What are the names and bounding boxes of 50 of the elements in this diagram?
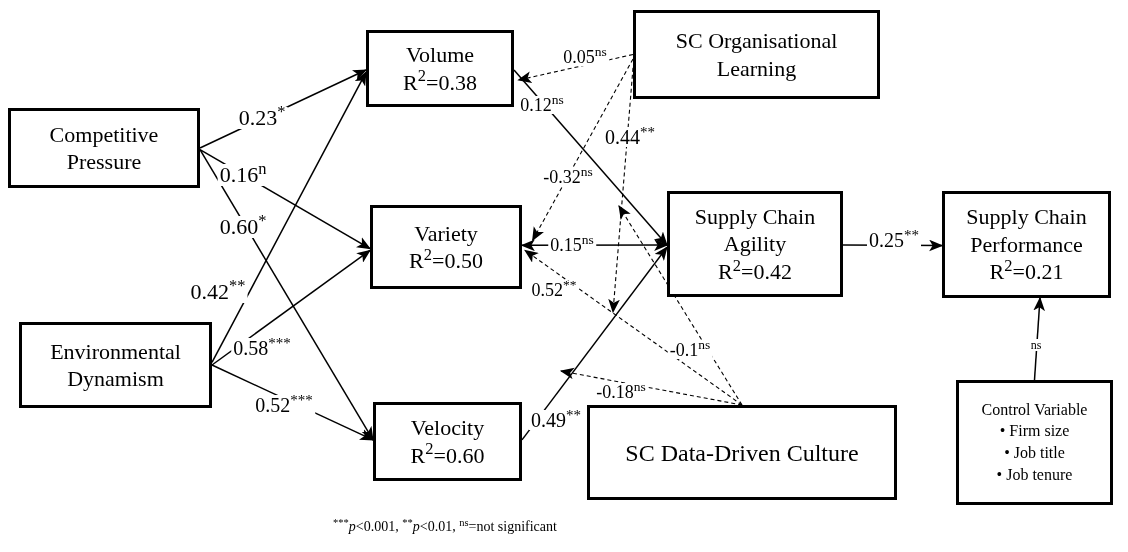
arrow bbox=[1033, 296, 1045, 381]
arrow bbox=[521, 246, 668, 441]
edge-label: 0.23$^{*}$ bbox=[236, 107, 288, 129]
edge-label: 0.12$^{ns}$ bbox=[518, 96, 566, 114]
edge-label: 0.25$^{**}$ bbox=[867, 230, 921, 250]
edge-label: 0.49$^{**}$ bbox=[529, 410, 583, 430]
list-item: • Firm size bbox=[998, 420, 1071, 441]
box-text: SC Data-Driven Culture bbox=[624, 438, 860, 468]
edge-label: 0.16$^{n}$ bbox=[217, 164, 269, 186]
edge-label: 0.05$^{ns}$ bbox=[561, 48, 609, 66]
list-item: • Job tenure bbox=[996, 464, 1073, 485]
construct-box bbox=[8, 108, 200, 188]
box-text: Variety R$^{2}$=0.50 bbox=[408, 219, 484, 275]
box-text: Velocity R$^{2}$=0.60 bbox=[409, 414, 486, 469]
construct-box bbox=[956, 380, 1113, 505]
box-text: Environmental Dynamism bbox=[49, 337, 182, 393]
construct-box bbox=[19, 322, 212, 408]
dashed-arrow bbox=[618, 205, 743, 406]
arrow bbox=[199, 148, 374, 441]
edge-label: -0.18$^{ns}$ bbox=[594, 383, 648, 401]
arrow bbox=[513, 69, 668, 246]
dashed-arrow bbox=[524, 249, 743, 406]
box-text: Volume R$^{2}$=0.38 bbox=[402, 41, 478, 96]
edge-label: 0.58$^{***}$ bbox=[231, 338, 293, 358]
edge-label: 0.44$^{**}$ bbox=[603, 127, 657, 147]
construct-box bbox=[633, 10, 880, 99]
edge-label: 0.42$^{**}$ bbox=[188, 281, 248, 303]
edge-label: -0.1$^{ns}$ bbox=[667, 341, 713, 359]
construct-box bbox=[370, 205, 522, 289]
edge-label: 0.15$^{ns}$ bbox=[548, 236, 596, 254]
arrow bbox=[211, 71, 367, 364]
box-text: Competitive Pressure bbox=[48, 120, 160, 176]
box-heading: Control Variable bbox=[981, 399, 1088, 420]
edge-label: 0.52$^{**}$ bbox=[529, 281, 579, 299]
edge-label: ns bbox=[1028, 339, 1044, 351]
box-text: Supply Chain Agility R$^{2}$=0.42 bbox=[693, 202, 817, 286]
dashed-arrow bbox=[532, 58, 634, 242]
list-item: • Job title bbox=[1003, 442, 1066, 463]
construct-box bbox=[587, 405, 897, 500]
edge-label: -0.32$^{ns}$ bbox=[541, 168, 595, 186]
edge-label: 0.52$^{***}$ bbox=[253, 395, 315, 415]
significance-note: $^{***}$p<0.001, $^{**}$p<0.01, $^{ns}$=not significant bbox=[333, 515, 557, 536]
box-text: Supply Chain Performance R$^{2}$=0.21 bbox=[965, 203, 1088, 286]
construct-box bbox=[373, 402, 522, 481]
construct-box bbox=[667, 191, 843, 297]
arrow bbox=[211, 249, 371, 366]
box-text: SC Organisational Learning bbox=[674, 27, 839, 82]
edge-label: 0.60$^{*}$ bbox=[217, 216, 269, 238]
construct-box bbox=[942, 191, 1111, 298]
construct-box bbox=[366, 30, 514, 107]
